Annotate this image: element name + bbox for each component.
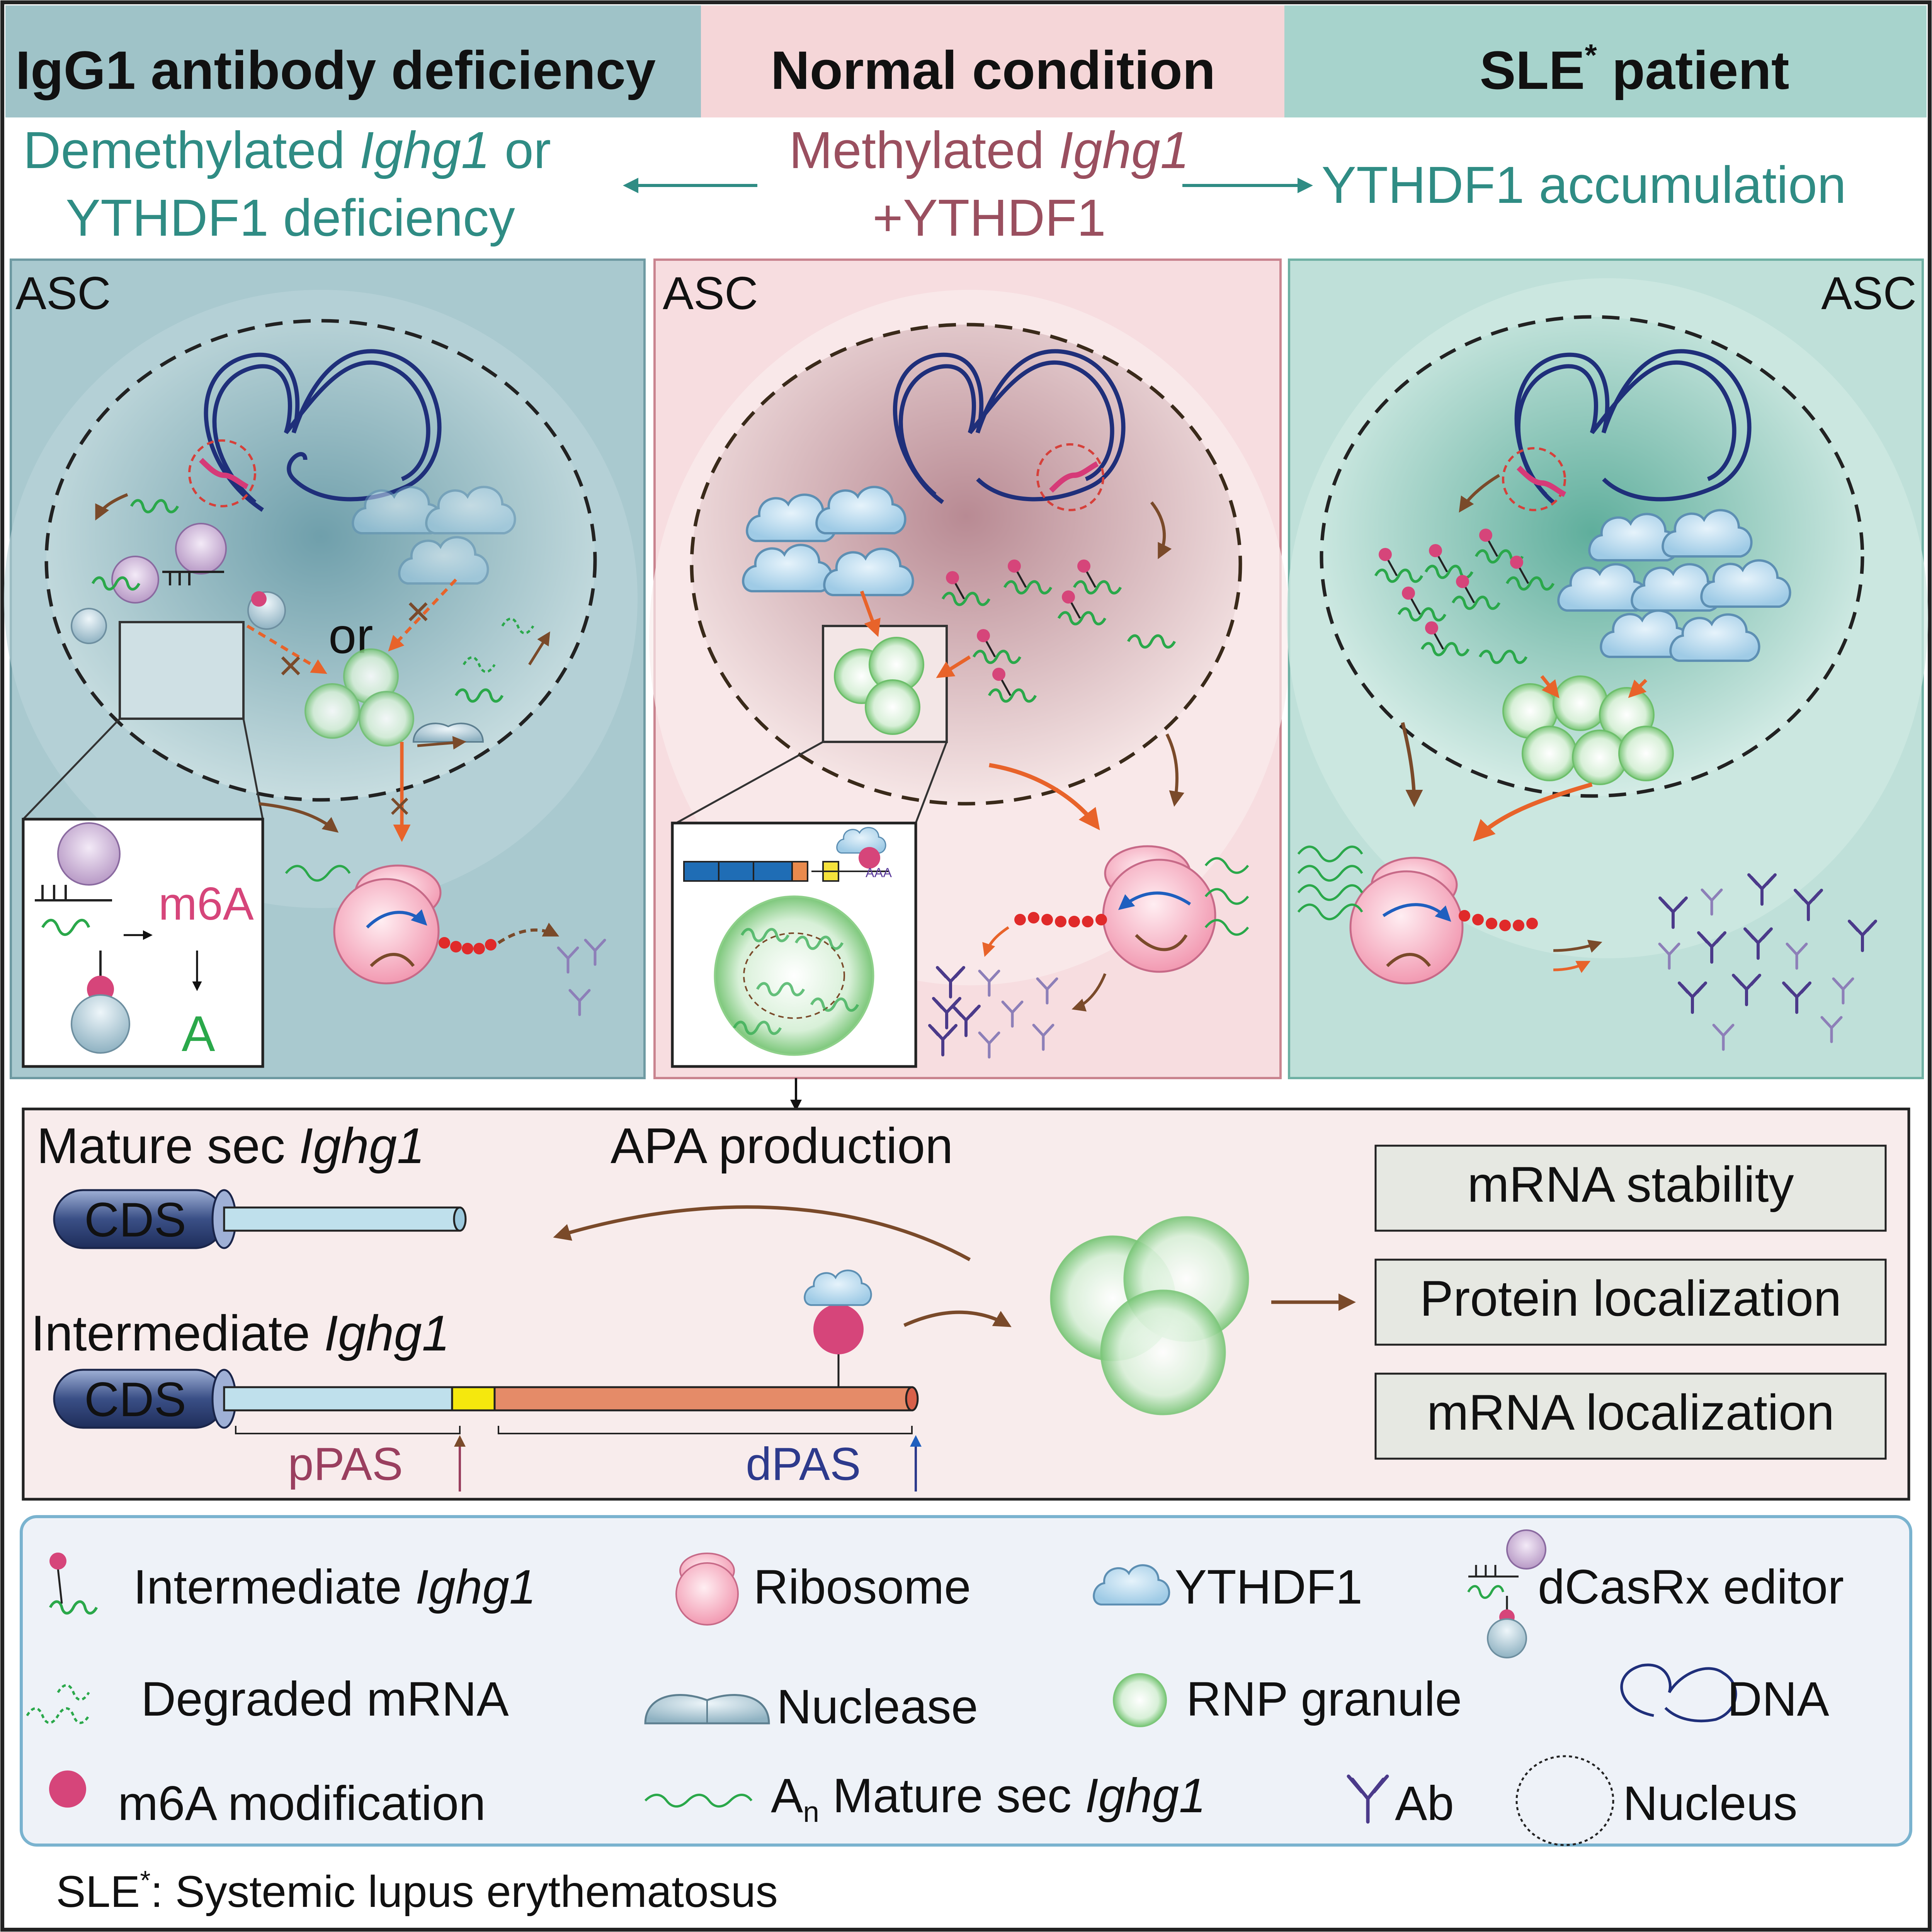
legend-dcasrx-icon xyxy=(1467,1529,1546,1658)
legend-nucleus-icon xyxy=(1515,1755,1614,1846)
legend-mature: An Mature sec Ighg1 xyxy=(771,1769,1206,1828)
legend-nucleus: Nucleus xyxy=(1623,1777,1798,1830)
legend-rnp-icon xyxy=(1113,1673,1167,1727)
subheader-left-line1: Demethylated Ighg1 or xyxy=(23,121,551,179)
intermediate-transcript: CDS xyxy=(53,1369,919,1429)
legend-ribosome: Ribosome xyxy=(753,1560,971,1614)
ribosome-left xyxy=(333,864,442,985)
legend-nuclease-icon xyxy=(644,1694,770,1725)
apa-m6a-dot xyxy=(813,1304,864,1354)
panel-middle-label: ASC xyxy=(663,267,758,319)
footnote: SLE*: Systemic lupus erythematosus xyxy=(56,1865,778,1917)
legend-rnp: RNP granule xyxy=(1186,1672,1462,1726)
subheader-right: YTHDF1 accumulation xyxy=(1321,156,1846,214)
dpas-label: dPAS xyxy=(746,1438,861,1490)
cds-label-1: CDS xyxy=(84,1193,186,1247)
intermediate-label: Intermediate Ighg1 xyxy=(31,1305,450,1361)
inset-m6a: m6A xyxy=(158,878,254,930)
apa-title: APA production xyxy=(611,1117,953,1174)
svg-text:AAA: AAA xyxy=(866,866,892,880)
panel-left-label: ASC xyxy=(15,267,111,319)
function-box-2-label: Protein localization xyxy=(1420,1270,1841,1327)
dna-right xyxy=(1514,349,1752,504)
ribosome-middle xyxy=(1102,845,1216,973)
legend: Intermediate Ighg1 Ribosome YTHDF1 dCasR… xyxy=(20,1515,1912,1847)
legend-ab: Ab xyxy=(1395,1777,1454,1830)
legend-ythdf1: YTHDF1 xyxy=(1175,1560,1362,1614)
subheader-middle-line1: Methylated Ighg1 xyxy=(789,121,1189,179)
mature-label: Mature sec Ighg1 xyxy=(37,1117,425,1174)
legend-ribosome-icon xyxy=(675,1553,739,1626)
cross-3: × xyxy=(388,784,411,828)
legend-dna: DNA xyxy=(1727,1672,1830,1726)
legend-degraded-icon xyxy=(26,1684,90,1724)
header-right-title: SLE* patient xyxy=(1480,38,1789,100)
header-middle-title: Normal condition xyxy=(770,40,1215,100)
legend-m6a-icon xyxy=(49,1770,86,1808)
header-middle-band xyxy=(701,5,1284,117)
legend-ab-icon xyxy=(1347,1774,1389,1824)
function-box-3 xyxy=(1374,1372,1887,1460)
function-box-2 xyxy=(1374,1259,1887,1346)
cross-1: × xyxy=(406,588,430,635)
legend-dcasrx: dCasRx editor xyxy=(1538,1560,1844,1614)
function-box-3-label: mRNA localization xyxy=(1427,1384,1835,1440)
inset-a: A xyxy=(182,1005,215,1062)
mature-transcript: CDS xyxy=(53,1189,467,1249)
legend-nuclease: Nuclease xyxy=(777,1680,978,1734)
header-left-title: IgG1 antibody deficiency xyxy=(15,40,656,100)
header-left-band xyxy=(5,5,701,117)
legend-intermediate: Intermediate Ighg1 xyxy=(133,1560,536,1614)
subheader-left-line2: YTHDF1 deficiency xyxy=(66,189,515,247)
legend-mature-icon xyxy=(644,1794,753,1808)
legend-dna-icon xyxy=(1620,1663,1737,1723)
function-box-1 xyxy=(1374,1145,1887,1232)
dna-middle xyxy=(893,349,1126,504)
panel-middle: ASC AAA xyxy=(649,259,1291,1111)
legend-intermediate-icon xyxy=(49,1553,98,1615)
legend-degraded: Degraded mRNA xyxy=(141,1672,509,1726)
cross-2: × xyxy=(278,642,303,689)
cds-label-2: CDS xyxy=(84,1373,186,1427)
panel-right-label: ASC xyxy=(1821,267,1917,319)
dna-left xyxy=(204,349,442,512)
subheader-middle-line2: +YTHDF1 xyxy=(872,189,1106,247)
apa-rnp-cluster xyxy=(1050,1216,1249,1415)
panel-left: ASC or × × xyxy=(4,259,646,1079)
ribosome-right xyxy=(1349,857,1464,985)
header-right-band xyxy=(1284,5,1927,117)
panel-right: ASC xyxy=(1287,259,1928,1079)
apa-panel: APA production Mature sec Ighg1 CDS Inte… xyxy=(22,1107,1910,1501)
ppas-label: pPAS xyxy=(288,1438,403,1490)
legend-m6a: m6A modification xyxy=(118,1777,486,1830)
function-box-1-label: mRNA stability xyxy=(1467,1156,1794,1213)
